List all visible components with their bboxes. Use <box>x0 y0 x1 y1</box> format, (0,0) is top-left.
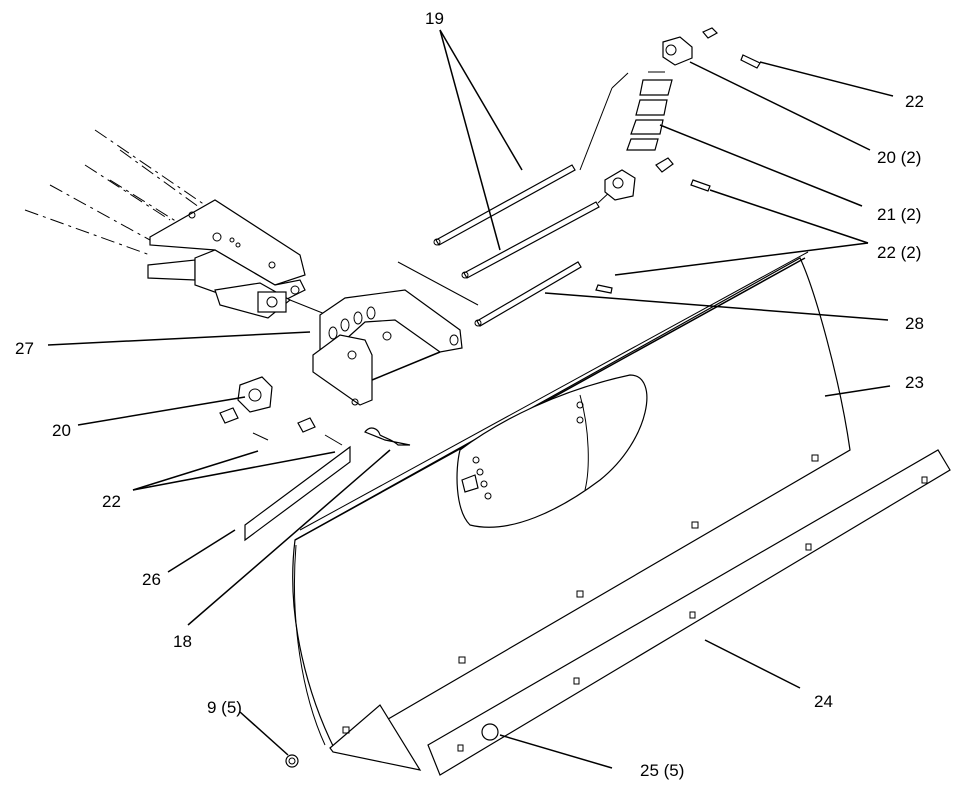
leader-lines <box>47 29 894 769</box>
tractor-frame <box>24 129 341 321</box>
carriage-bolt <box>285 754 299 768</box>
hardware-left <box>219 376 411 542</box>
callout-20-2: 20 (2) <box>877 148 921 167</box>
callout-23: 23 <box>905 373 924 392</box>
callout-18: 18 <box>173 632 192 651</box>
callout-25-5: 25 (5) <box>640 761 684 780</box>
blade-skid <box>456 374 648 528</box>
rods <box>397 164 631 327</box>
callout-28: 28 <box>905 314 924 333</box>
callout-27: 27 <box>15 339 34 358</box>
callout-26: 26 <box>142 570 161 589</box>
callout-22-left: 22 <box>102 492 121 511</box>
callout-21-2: 21 (2) <box>877 205 921 224</box>
spring-assembly <box>579 27 761 294</box>
callout-24: 24 <box>814 692 833 711</box>
callout-19: 19 <box>425 9 444 28</box>
callout-22-2: 22 (2) <box>877 243 921 262</box>
callout-20: 20 <box>52 421 71 440</box>
callout-22-top: 22 <box>905 92 924 111</box>
callout-labels: 19 22 20 (2) 21 (2) 22 (2) 28 27 23 20 2… <box>15 9 924 780</box>
callout-9-5: 9 (5) <box>207 698 242 717</box>
moldboard-blade <box>292 251 851 771</box>
cutting-edge <box>427 449 951 776</box>
hitch-bracket <box>312 289 463 406</box>
